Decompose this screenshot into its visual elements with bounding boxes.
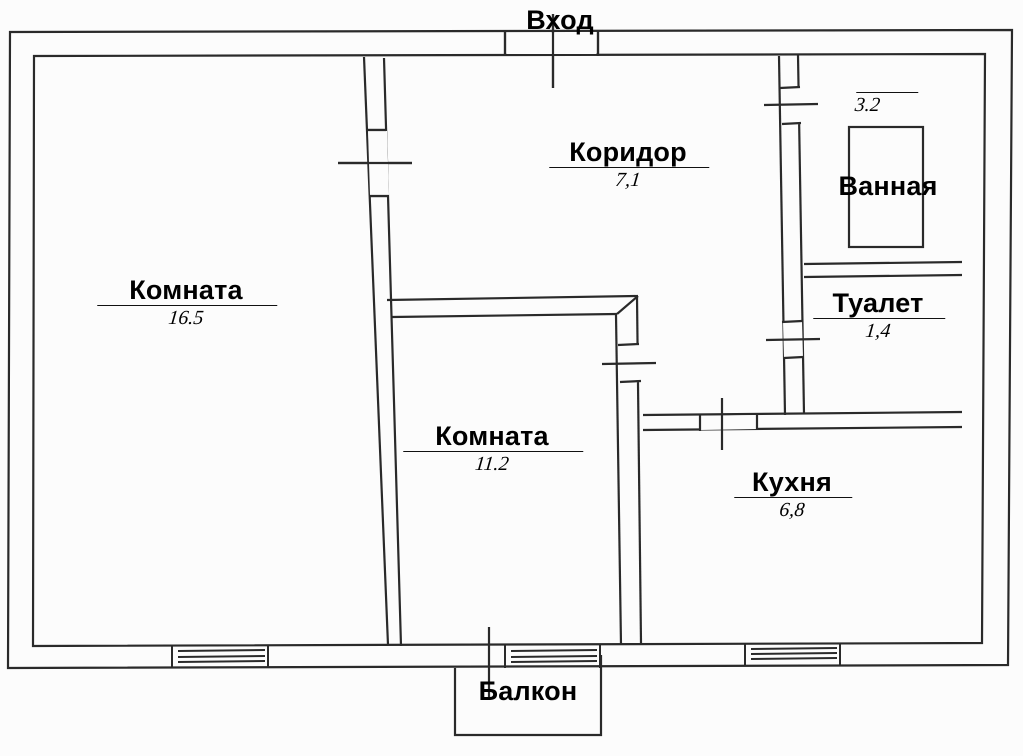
room-label-kitchen: Кухня 6,8 (731, 467, 853, 523)
wall-bathroom-toilet (803, 260, 963, 279)
room-name: Комната (129, 275, 243, 305)
entrance-gap-fill (507, 33, 596, 54)
room-name: Коридор (569, 137, 687, 167)
wall-middle-room (386, 294, 643, 646)
balcony-label: Балкон (455, 676, 601, 706)
room-name: Туалет (832, 288, 924, 318)
entrance-label-text: Вход (526, 5, 594, 35)
room-name: Комната (435, 421, 549, 451)
middle-room-door-opening (601, 342, 657, 384)
room-area: 6,8 (731, 497, 853, 523)
window-kitchen (744, 643, 841, 666)
room-label-room-large: Комната 16.5 (94, 275, 278, 331)
room-name: Ванная (838, 171, 938, 201)
room-area: 11.2 (400, 451, 584, 477)
bathroom-area-label: 3.2 (853, 92, 919, 117)
outer-wall (6, 28, 1014, 670)
room-area: 16.5 (94, 305, 278, 331)
entrance-door-marks (503, 14, 600, 88)
balcony-label-text: Балкон (478, 676, 578, 706)
kitchen-door-opening (698, 398, 759, 450)
room-label-room-small: Комната 11.2 (400, 421, 584, 477)
window-large-room (171, 645, 269, 668)
room-label-corridor: Коридор 7,1 (546, 137, 710, 193)
bathtub-icon (847, 125, 925, 249)
room-name: Кухня (752, 467, 832, 497)
entrance-label: Вход (500, 5, 620, 35)
room-area: 7,1 (546, 167, 710, 193)
room-label-bathroom: Ванная (818, 171, 958, 201)
balcony-outline (453, 627, 603, 737)
room-label-toilet: Туалет 1,4 (810, 288, 946, 344)
room-area: 1,4 (810, 318, 946, 344)
window-middle-room (504, 645, 601, 668)
bathroom-door-opening (763, 85, 819, 126)
wall-corridor-kitchen (642, 410, 963, 432)
wall-large-room-door-gap (338, 128, 412, 198)
toilet-door-opening (765, 319, 821, 360)
